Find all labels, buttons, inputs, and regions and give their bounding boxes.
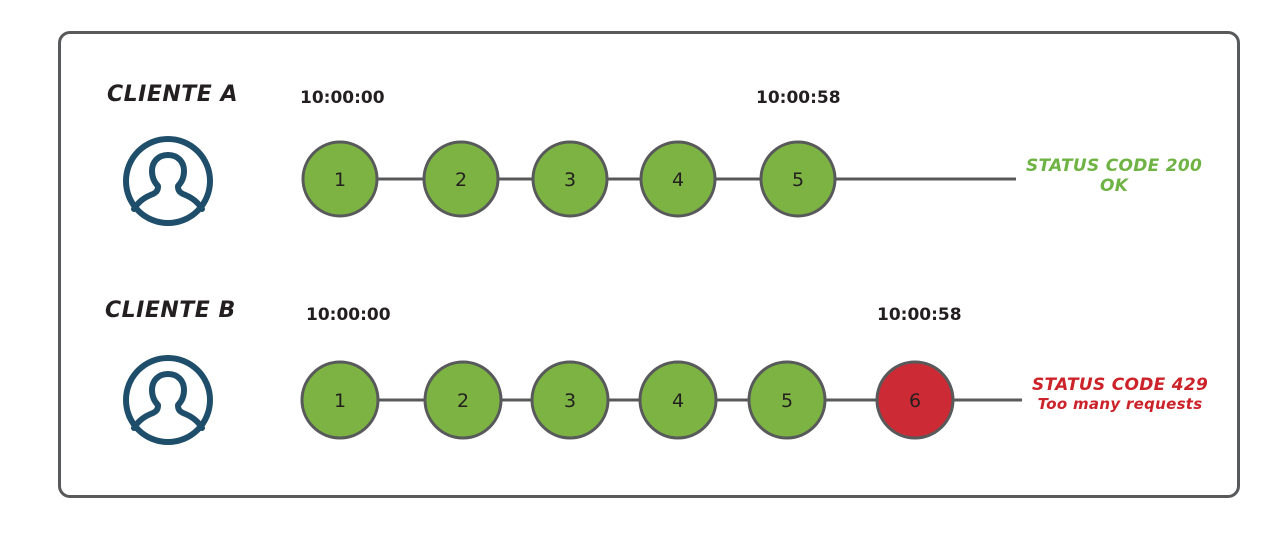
client-a-status-line1: STATUS CODE 200 [1026,156,1203,176]
client-a-start-time: 10:00:00 [300,88,385,108]
client-a-label: CLIENTE A [107,82,239,107]
client-b-label: CLIENTE B [105,298,236,323]
client-b-end-time: 10:00:58 [877,305,962,325]
client-a-avatar [120,135,216,231]
client-b-avatar [120,354,216,450]
user-avatar-icon [123,136,213,226]
client-b-status-line1: STATUS CODE 429 [1032,375,1209,395]
client-b-status-line2: Too many requests [1037,395,1203,413]
client-b-start-time: 10:00:00 [306,305,391,325]
client-a-status: STATUS CODE 200 OK [1026,156,1202,196]
client-b-status: STATUS CODE 429 Too many requests [1032,375,1208,413]
user-avatar-icon [123,355,213,445]
client-a-end-time: 10:00:58 [756,88,841,108]
client-a-status-line2: OK [1099,176,1129,196]
